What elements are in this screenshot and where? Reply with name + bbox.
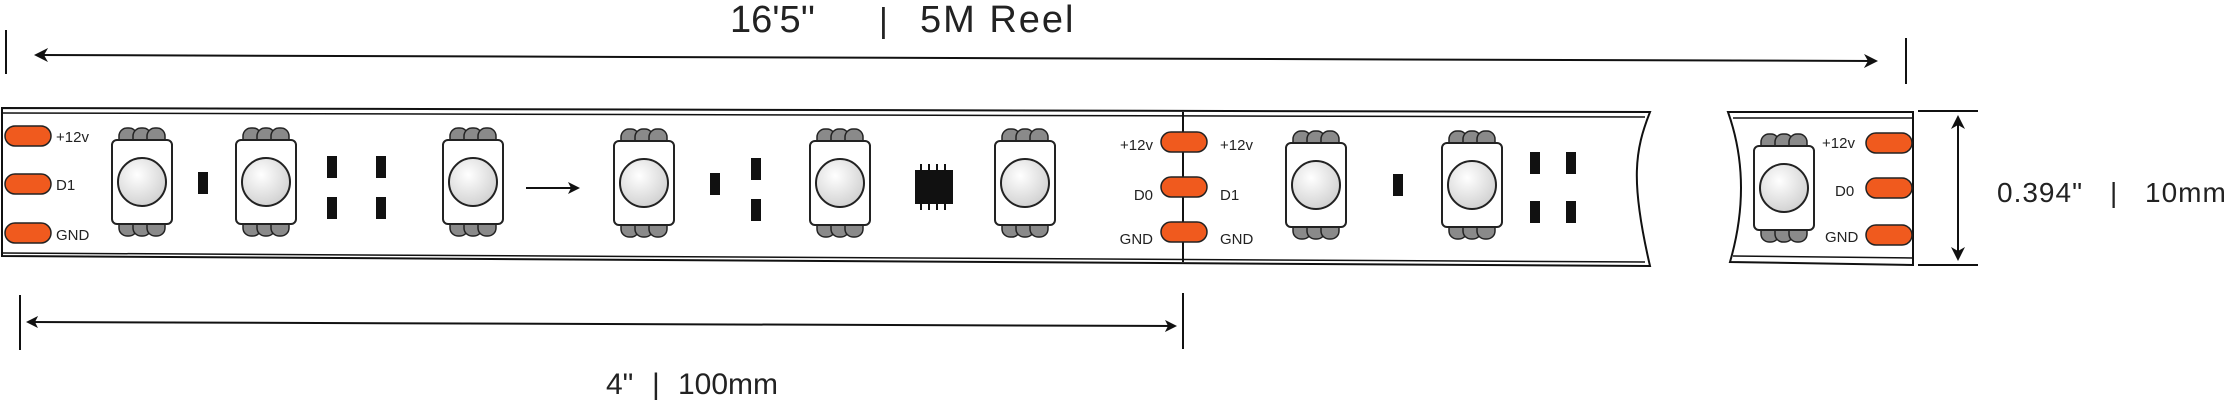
- resistor-icon: [1530, 152, 1540, 174]
- width-metric: 10mm: [2145, 177, 2227, 208]
- led-5050-icon: [1753, 133, 1815, 243]
- pad-label-d0-end: D0: [1835, 183, 1854, 200]
- pad-label-12v-left: +12v: [56, 129, 89, 146]
- segment-separator: |: [652, 368, 660, 401]
- pad-label-12v-cut-right: +12v: [1220, 137, 1253, 154]
- segment-length-dimension: 4" | 100mm: [19, 293, 1184, 401]
- reel-length-separator: |: [879, 2, 888, 40]
- pad-12v-left: [4, 125, 52, 147]
- strip-end-piece: +12v D0 GND: [1726, 111, 1914, 267]
- resistor-icon: [1566, 152, 1576, 174]
- led-5050-icon: [1441, 130, 1503, 240]
- resistor-icon: [751, 199, 761, 221]
- pad-label-d0-cut: D0: [1134, 187, 1153, 204]
- led-5050-icon: [809, 128, 871, 238]
- end-piece-bottom-edge: [1732, 255, 1914, 259]
- pad-label-gnd-left: GND: [56, 227, 90, 244]
- left-connector-pads: +12v D1 GND: [4, 125, 90, 244]
- reel-length-imperial: 16'5'': [730, 0, 815, 41]
- led-5050-icon: [235, 127, 297, 237]
- resistor-icon: [1566, 201, 1576, 223]
- ic-chip-icon: [915, 164, 953, 210]
- pad-label-12v-cut-left: +12v: [1120, 137, 1153, 154]
- width-dimension: 0.394" | 10mm: [1918, 110, 2227, 266]
- resistor-icon: [198, 172, 208, 194]
- segment-imperial: 4": [606, 368, 633, 401]
- resistor-icon: [751, 158, 761, 180]
- segment-metric: 100mm: [678, 368, 778, 401]
- reel-length-dimension: 16'5'' | 5M Reel: [5, 0, 1907, 84]
- pad-gnd-left: [4, 222, 52, 244]
- pad-gnd-end: [1865, 224, 1913, 246]
- pad-12v-end: [1865, 132, 1913, 154]
- resistor-icon: [327, 156, 337, 178]
- resistor-icon: [376, 197, 386, 219]
- smd-resistor-icons: [198, 152, 1576, 223]
- led-5050-icon: [613, 128, 675, 238]
- cut-connector-pads: +12v +12v D0 D1 GND GND: [1120, 131, 1254, 248]
- pad-label-d1-cut: D1: [1220, 187, 1239, 204]
- resistor-icon: [1530, 201, 1540, 223]
- pad-label-gnd-end: GND: [1825, 229, 1859, 246]
- led-5050-icon: [994, 128, 1056, 238]
- pad-data-cut: [1160, 176, 1208, 198]
- resistor-icon: [710, 173, 720, 195]
- pad-label-gnd-cut-right: GND: [1220, 231, 1254, 248]
- pad-label-12v-end: +12v: [1822, 135, 1855, 152]
- resistor-icon: [1393, 174, 1403, 196]
- width-imperial: 0.394": [1997, 177, 2083, 208]
- pad-12v-cut: [1160, 131, 1208, 153]
- resistor-icon: [376, 156, 386, 178]
- pad-gnd-cut: [1160, 221, 1208, 243]
- pad-label-gnd-cut-left: GND: [1120, 231, 1154, 248]
- led-5050-icon: [442, 127, 504, 237]
- width-separator: |: [2110, 177, 2117, 208]
- segment-arrow: [26, 316, 1177, 332]
- resistor-icon: [327, 197, 337, 219]
- strip-bottom-edge: [1, 252, 1646, 263]
- strip-top-edge: [1, 112, 1646, 118]
- pad-label-d1-left: D1: [56, 177, 75, 194]
- pad-d1-left: [4, 173, 52, 195]
- pad-data-end: [1865, 177, 1913, 199]
- led-5050-icon: [1285, 130, 1347, 240]
- reel-length-metric: 5M Reel: [920, 0, 1076, 41]
- reel-length-arrow: [34, 48, 1878, 68]
- led-5050-icon: [111, 127, 173, 237]
